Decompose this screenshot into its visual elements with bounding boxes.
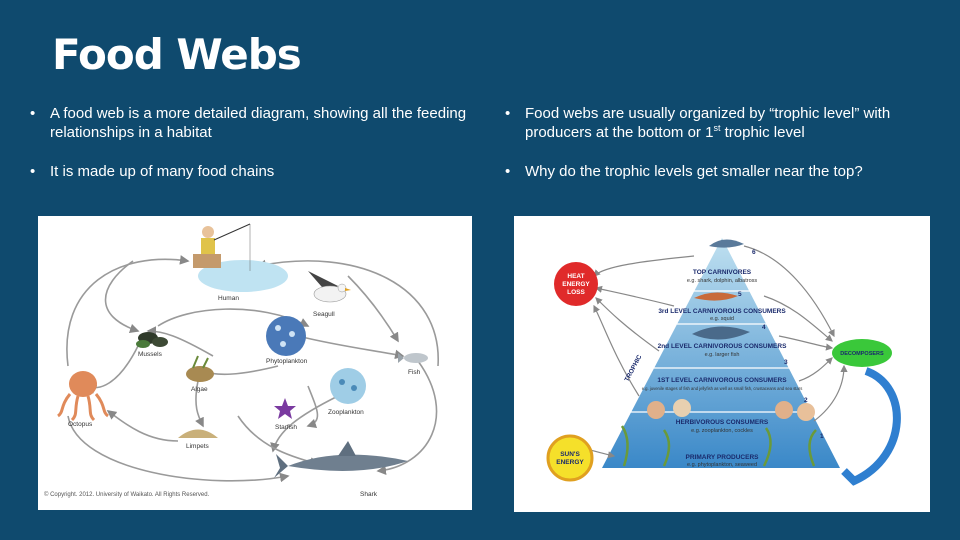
dolphin-icon xyxy=(709,239,744,248)
fish-icon xyxy=(692,326,750,340)
seaweed-icon xyxy=(620,425,817,467)
level-number: 5 xyxy=(738,291,742,298)
level-title: HERBIVOROUS CONSUMERS xyxy=(676,419,769,426)
level-subtitle: e.g. zooplankton, cockles xyxy=(691,428,753,434)
level-title: 3rd LEVEL CARNIVOROUS CONSUMERS xyxy=(658,308,786,315)
heat-line: HEAT xyxy=(567,273,584,280)
heat-line: LOSS xyxy=(567,289,585,296)
algae-illustration xyxy=(186,355,214,382)
limpets-illustration xyxy=(178,429,218,438)
level-title: 1ST LEVEL CARNIVOROUS CONSUMERS xyxy=(657,377,787,384)
starfish-illustration xyxy=(274,398,296,419)
heat-loss-badge xyxy=(554,262,598,306)
trophic-pyramid-image: HEAT ENERGY LOSS SUN'S ENERGY DECOMPOSER… xyxy=(514,216,930,512)
seagull-illustration xyxy=(308,271,351,303)
decomposers-label: DECOMPOSERS xyxy=(840,351,884,357)
bullet-marker: • xyxy=(30,105,36,122)
bullet-marker: • xyxy=(505,105,511,122)
trophic-pyramid-diagram: HEAT ENERGY LOSS SUN'S ENERGY DECOMPOSER… xyxy=(546,238,901,486)
fish-label: Fish xyxy=(408,369,421,376)
human-label: Human xyxy=(218,295,239,302)
bullet-marker: • xyxy=(30,163,36,180)
human-illustration xyxy=(193,223,288,292)
octopus-label: Octopus xyxy=(68,421,93,428)
bullet-marker: • xyxy=(505,163,511,180)
bullet-item: • Food webs are usually organized by “tr… xyxy=(505,104,945,142)
food-web-image: Human Seagull Mussels Phytoplankton xyxy=(38,216,472,510)
level-subtitle: e.g. juvenile stages of fish and jellyfi… xyxy=(642,386,803,391)
zooplankton-illustration xyxy=(330,368,366,404)
sun-line: ENERGY xyxy=(556,459,584,466)
bullet-text: Why do the trophic levels get smaller ne… xyxy=(525,163,863,180)
phytoplankton-label: Phytoplankton xyxy=(266,358,308,365)
food-web-diagram: Human Seagull Mussels Phytoplankton xyxy=(44,223,439,498)
copyright-text: © Copyright. 2012. University of Waikato… xyxy=(44,491,210,498)
level-title: PRIMARY PRODUCERS xyxy=(686,454,760,461)
slide-title: Food Webs xyxy=(52,30,302,79)
mussels-illustration xyxy=(136,332,168,348)
bullet-text: Food webs are usually organized by “trop… xyxy=(525,105,890,141)
bullet-text-part: Food webs are usually organized by “trop… xyxy=(525,105,891,141)
level-number: 1 xyxy=(820,433,824,440)
decomposers-badge xyxy=(832,339,892,367)
superscript: st xyxy=(713,123,721,133)
left-bullet-list: • A food web is a more detailed diagram,… xyxy=(30,104,470,201)
shark-illustration xyxy=(274,441,408,478)
bullet-item: • It is made up of many food chains xyxy=(30,162,470,181)
right-bullet-list: • Food webs are usually organized by “tr… xyxy=(505,104,945,201)
cockles-icon xyxy=(647,399,815,421)
level-number: 6 xyxy=(752,249,756,256)
bullet-item: • Why do the trophic levels get smaller … xyxy=(505,162,945,181)
seagull-label: Seagull xyxy=(313,311,335,318)
level-subtitle: e.g. shark, dolphin, albatross xyxy=(687,278,758,284)
level-title: 2nd LEVEL CARNIVOROUS CONSUMERS xyxy=(658,343,787,350)
fish-illustration xyxy=(398,353,428,363)
feeding-arrows xyxy=(66,255,439,483)
bullet-item: • A food web is a more detailed diagram,… xyxy=(30,104,470,142)
zooplankton-label: Zooplankton xyxy=(328,409,364,416)
level-subtitle: e.g. larger fish xyxy=(705,352,740,358)
level-subtitle: e.g. phytoplankton, seaweed xyxy=(687,462,757,468)
phytoplankton-illustration xyxy=(266,316,306,356)
octopus-illustration xyxy=(57,371,109,422)
heat-line: ENERGY xyxy=(562,281,590,288)
trophic-label: TROPHIC xyxy=(624,354,644,383)
squid-icon xyxy=(694,292,738,301)
bullet-text-part: trophic level xyxy=(720,124,805,141)
level-subtitle: e.g. squid xyxy=(710,316,734,322)
bullet-text: A food web is a more detailed diagram, s… xyxy=(50,105,467,141)
limpets-label: Limpets xyxy=(186,443,210,450)
shark-label: Shark xyxy=(360,491,378,498)
sun-line: SUN'S xyxy=(560,451,580,458)
level-number: 4 xyxy=(762,324,766,331)
sun-energy-badge xyxy=(546,434,594,482)
level-title: TOP CARNIVORES xyxy=(693,269,752,276)
bullet-text: It is made up of many food chains xyxy=(50,163,275,180)
level-number: 2 xyxy=(804,397,808,404)
algae-label: Algae xyxy=(191,386,208,393)
mussels-label: Mussels xyxy=(138,351,163,358)
decomposers-return-arrow xyxy=(841,367,901,486)
starfish-label: Starfish xyxy=(275,424,297,431)
level-number: 3 xyxy=(784,359,788,366)
